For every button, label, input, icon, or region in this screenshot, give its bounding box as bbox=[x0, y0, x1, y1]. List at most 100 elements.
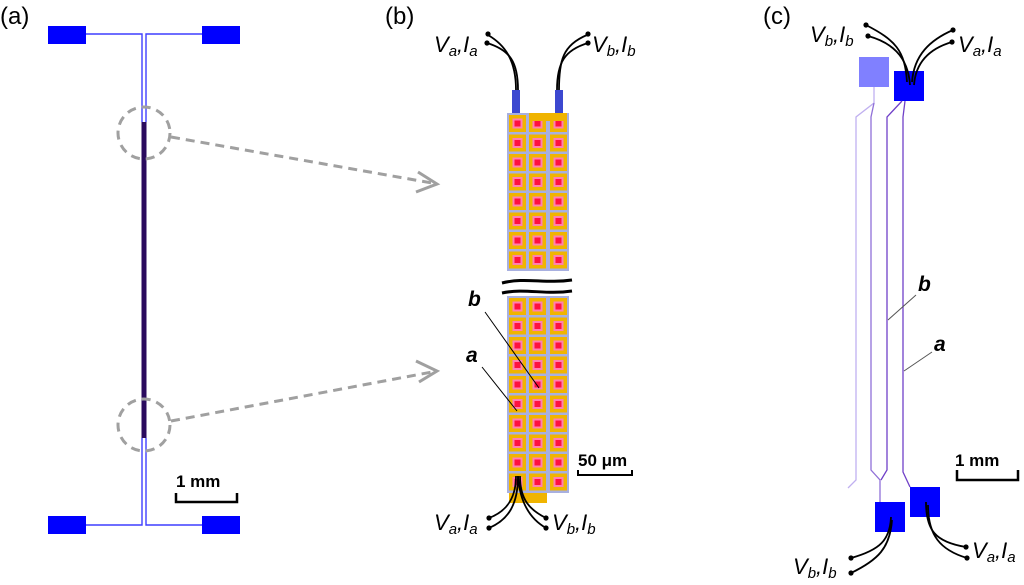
cell-core bbox=[534, 420, 541, 427]
cell-array-upper bbox=[507, 113, 569, 271]
cell-core bbox=[555, 120, 562, 127]
cell-core bbox=[555, 237, 562, 244]
cell-core bbox=[534, 257, 541, 263]
zoom-arrow-bottom bbox=[170, 370, 433, 423]
cell-column bbox=[507, 113, 528, 271]
cell-core bbox=[555, 479, 562, 485]
cell-core bbox=[514, 323, 521, 329]
scale-bar-b bbox=[577, 470, 633, 476]
scale-bar-c bbox=[955, 470, 1020, 482]
zoom-indicators bbox=[116, 105, 433, 453]
arrowhead-top bbox=[415, 170, 441, 194]
panel-b: (b) Va,Ia Vb,Ib bbox=[385, 3, 636, 538]
contact-pad-top-left bbox=[48, 26, 86, 44]
pointer-a-c bbox=[903, 351, 933, 372]
cell-core bbox=[514, 342, 521, 349]
point-label-a-c: a bbox=[934, 333, 946, 356]
terminal-dot bbox=[585, 40, 591, 46]
zoom-circle-top bbox=[116, 105, 172, 161]
terminal-dot bbox=[585, 31, 591, 37]
scale-bar-c-label: 1 mm bbox=[955, 451, 999, 470]
terminal-label-top-a-c: Va,Ia bbox=[958, 32, 1002, 60]
cell-core bbox=[555, 440, 562, 446]
terminal-dot bbox=[543, 525, 549, 531]
cell-column bbox=[548, 113, 569, 271]
cell-core bbox=[514, 179, 521, 185]
cell-core bbox=[514, 120, 521, 127]
traces-bottom bbox=[86, 438, 202, 526]
terminal-dot bbox=[865, 33, 871, 39]
scale-bar-b-label: 50 μm bbox=[578, 451, 627, 470]
terminal-label-bottom-b-c: Vb,Ib bbox=[793, 554, 837, 582]
terminal-dot bbox=[848, 570, 854, 576]
terminal-dot bbox=[848, 555, 854, 561]
cell-core bbox=[534, 159, 541, 166]
terminal-dot bbox=[963, 544, 969, 550]
contact-pad-bottom-left bbox=[48, 516, 86, 534]
cell-core bbox=[534, 381, 541, 388]
cell-core bbox=[534, 120, 541, 127]
zoom-arrow-top bbox=[170, 135, 433, 185]
cell-core bbox=[514, 420, 521, 427]
terminal-dot bbox=[949, 39, 955, 45]
cell-core bbox=[534, 198, 541, 205]
cell-core bbox=[555, 159, 562, 166]
cell-core bbox=[555, 303, 562, 310]
panel-a-label: (a) bbox=[0, 3, 29, 30]
cell-core bbox=[534, 459, 541, 466]
cell-core bbox=[514, 381, 521, 388]
cell-core bbox=[514, 218, 521, 224]
cell-core bbox=[534, 401, 541, 407]
cell-core bbox=[534, 362, 541, 368]
cell-column bbox=[527, 113, 548, 271]
cell-core bbox=[555, 342, 562, 349]
cell-core bbox=[514, 237, 521, 244]
panel-c: (c) Vb,Ib Va,Ia bbox=[763, 3, 1020, 582]
bridge-top bbox=[529, 113, 567, 121]
cell-core bbox=[514, 401, 521, 407]
scale-bar-a-label: 1 mm bbox=[176, 472, 220, 491]
cell-core bbox=[555, 257, 562, 263]
cell-core bbox=[555, 362, 562, 368]
cell-core bbox=[555, 218, 562, 224]
terminal-dot bbox=[863, 22, 869, 28]
pointer-b-c bbox=[887, 294, 917, 321]
cell-core bbox=[534, 218, 541, 224]
terminal-dot bbox=[964, 555, 970, 561]
terminal-label-top-b: Vb,Ib bbox=[592, 32, 636, 60]
traces-c bbox=[847, 87, 911, 502]
contact-pad-bottom-a bbox=[910, 487, 940, 517]
cell-core bbox=[534, 140, 541, 146]
cell-core bbox=[514, 303, 521, 310]
point-label-b: b bbox=[468, 288, 481, 311]
terminal-dot bbox=[543, 515, 549, 521]
terminal-dot bbox=[484, 40, 490, 46]
cell-core bbox=[555, 323, 562, 329]
pointer-a bbox=[481, 366, 518, 412]
bridge-bottom bbox=[509, 493, 547, 503]
cell-core bbox=[555, 179, 562, 185]
cell-core bbox=[514, 198, 521, 205]
wires-bottom-c bbox=[850, 501, 968, 574]
panel-b-label: (b) bbox=[385, 3, 414, 30]
terminal-label-top-b-c: Vb,Ib bbox=[810, 22, 854, 50]
contact-pad-bottom-right bbox=[202, 516, 240, 534]
cell-core bbox=[555, 198, 562, 205]
cell-core bbox=[534, 479, 541, 485]
cell-core bbox=[514, 440, 521, 446]
wires-top bbox=[486, 34, 589, 91]
cell-core bbox=[514, 459, 521, 466]
point-label-b-c: b bbox=[918, 273, 931, 296]
terminal-dot bbox=[486, 515, 492, 521]
terminal-dot bbox=[950, 27, 956, 33]
zoom-circle-bottom bbox=[116, 397, 172, 453]
dense-strip bbox=[141, 122, 147, 438]
lead-top-a bbox=[512, 90, 520, 115]
cell-core bbox=[534, 303, 541, 310]
cell-core bbox=[555, 459, 562, 466]
cell-core bbox=[514, 159, 521, 166]
pointer-b bbox=[484, 311, 540, 389]
cell-core bbox=[534, 440, 541, 446]
traces-top bbox=[86, 33, 202, 122]
